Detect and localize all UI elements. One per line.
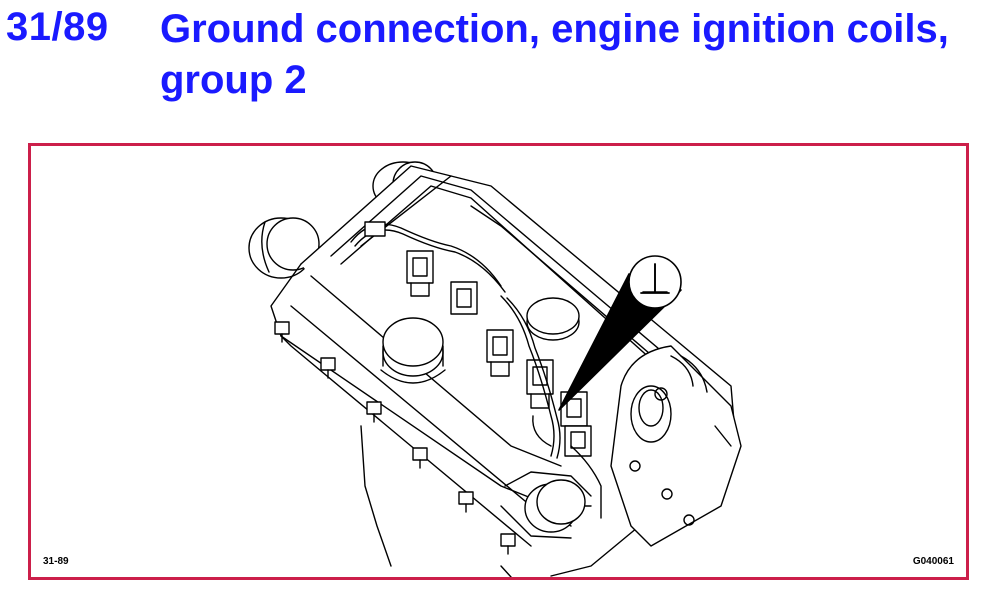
ground-icon (640, 263, 670, 294)
plug-connector-row (274, 321, 516, 555)
figure-ref-right: G040061 (912, 556, 954, 567)
timing-housing (610, 345, 742, 547)
page-title: Ground connection, engine ignition coils… (160, 7, 949, 102)
ignition-coil-2 (450, 281, 478, 315)
throttle-body (500, 445, 602, 539)
engine-illustration (248, 161, 742, 577)
figure-frame: 31-89 G040061 (28, 143, 969, 580)
engine-block (360, 425, 512, 577)
page-code: 31/89 (6, 5, 109, 49)
wiring-harness (350, 221, 561, 459)
figure-ref-left: 31-89 (43, 556, 69, 567)
ignition-coil-3 (486, 329, 514, 377)
ignition-coil-1 (406, 250, 434, 297)
ignition-coil-6 (564, 425, 592, 457)
oil-filler-cap (380, 317, 446, 384)
camshaft-pulley-left (248, 217, 320, 279)
round-cap (526, 297, 580, 341)
